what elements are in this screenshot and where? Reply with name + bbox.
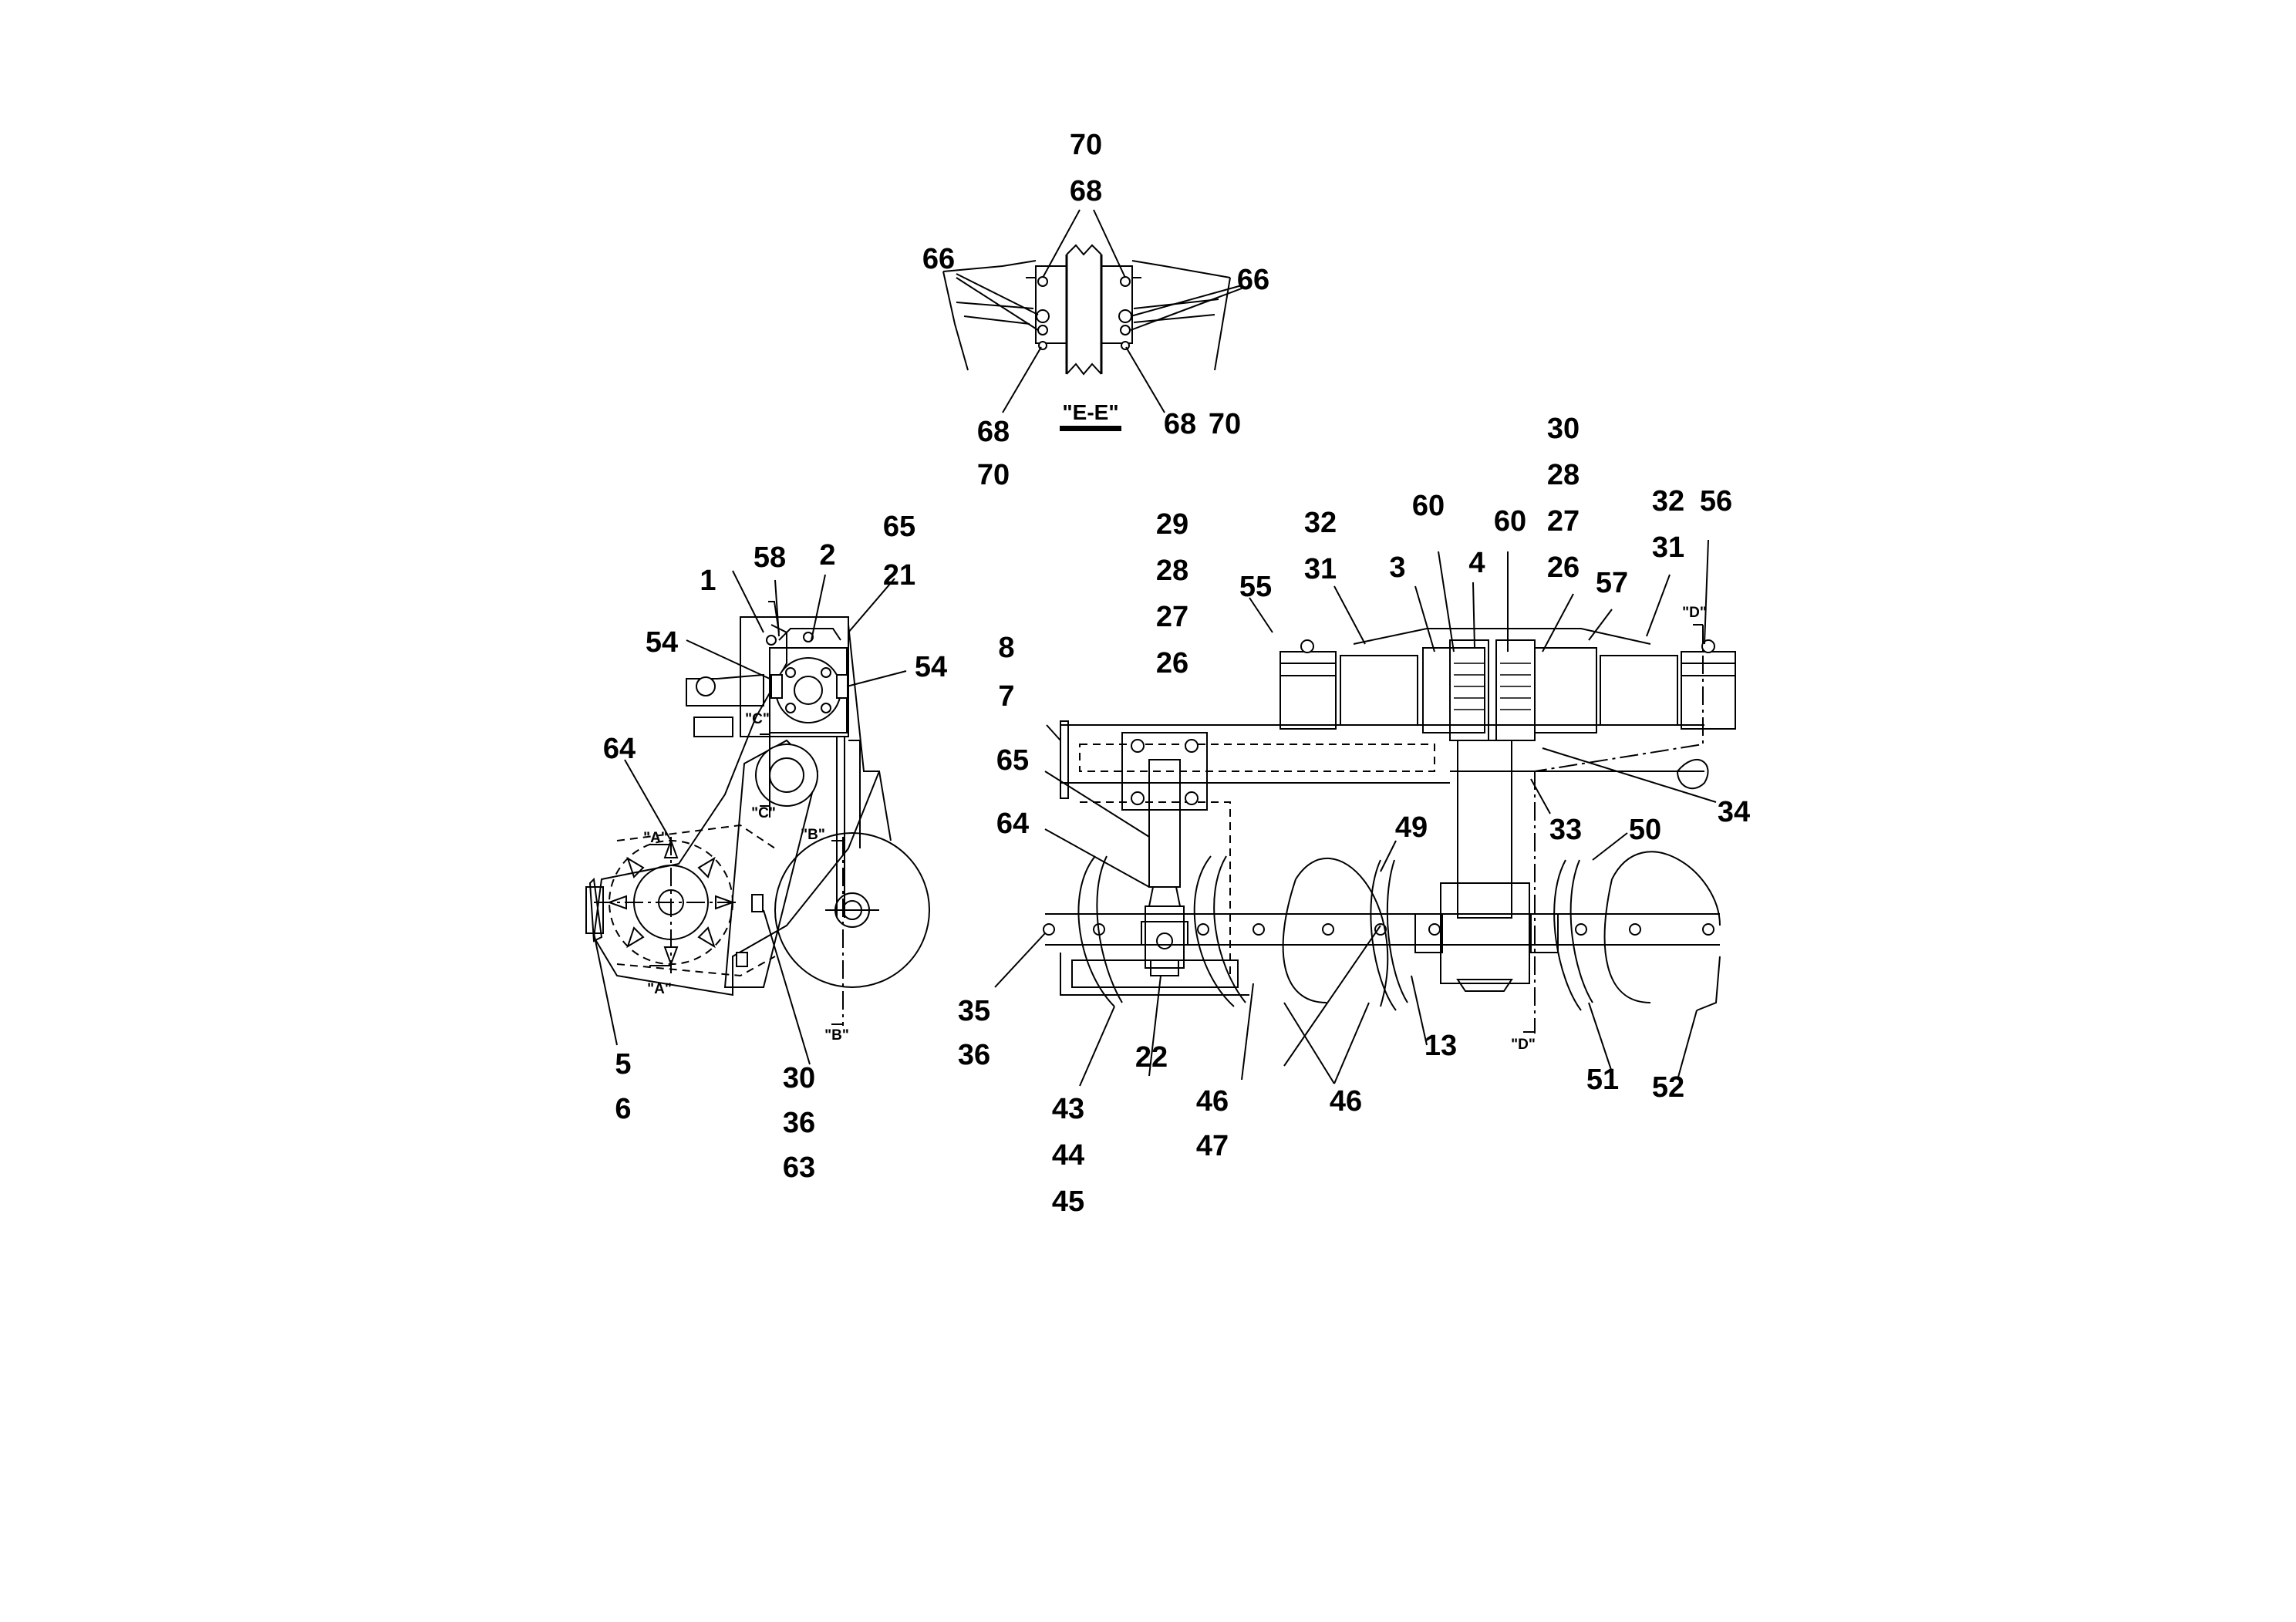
section-mark-a-bot: "A" <box>647 981 672 997</box>
beam-bolts <box>1043 923 1714 936</box>
section-mark-c-bot: "C" <box>751 805 776 821</box>
section-mark-b-top: "B" <box>801 827 825 843</box>
label-r-31b: 31 <box>1652 531 1684 564</box>
label-r-27b: 27 <box>1547 505 1580 538</box>
label-e-70-top: 70 <box>1070 129 1102 161</box>
label-r-49: 49 <box>1395 811 1428 844</box>
label-r-22: 22 <box>1135 1041 1168 1074</box>
label-r-35: 35 <box>958 995 990 1027</box>
section-mark-c-top: "C" <box>745 711 770 727</box>
label-r-46b: 46 <box>1330 1085 1362 1118</box>
section-e-e-title: "E-E" <box>1062 400 1118 424</box>
label-r-31a: 31 <box>1304 553 1337 585</box>
section-title-underline <box>1060 426 1121 431</box>
side-view <box>585 601 930 1026</box>
label-r-28b: 28 <box>1547 459 1580 491</box>
label-l-30: 30 <box>783 1062 815 1094</box>
label-r-3: 3 <box>1389 551 1405 584</box>
label-r-34: 34 <box>1718 796 1750 828</box>
label-e-66-right: 66 <box>1237 264 1269 296</box>
label-e-70-bl: 70 <box>977 459 1010 491</box>
label-e-68-bl: 68 <box>977 416 1010 448</box>
label-l-5: 5 <box>615 1048 631 1081</box>
section-mark-d-bot: "D" <box>1511 1037 1536 1053</box>
label-l-58: 58 <box>754 541 786 574</box>
label-l-2: 2 <box>819 539 835 572</box>
label-l-21: 21 <box>883 559 915 592</box>
label-r-32b: 32 <box>1652 485 1684 518</box>
label-r-51: 51 <box>1586 1064 1619 1096</box>
label-e-70-br: 70 <box>1209 408 1241 440</box>
label-r-28: 28 <box>1156 555 1188 587</box>
label-r-29: 29 <box>1156 508 1188 541</box>
label-l-64: 64 <box>603 733 636 765</box>
label-r-52: 52 <box>1652 1071 1684 1104</box>
label-l-6: 6 <box>615 1093 631 1125</box>
label-e-68-br: 68 <box>1164 408 1196 440</box>
label-r-65: 65 <box>996 744 1029 777</box>
label-r-60a: 60 <box>1412 490 1445 522</box>
label-r-56: 56 <box>1700 485 1732 518</box>
side-leader-lines <box>593 570 907 1065</box>
callout-labels: 70 68 66 66 68 70 68 70 65 58 2 21 1 54 … <box>603 129 1750 1218</box>
section-e-e-detail: "E-E" <box>942 209 1242 431</box>
label-r-4: 4 <box>1468 547 1485 579</box>
coupling-ribs <box>1454 663 1531 710</box>
label-r-13: 13 <box>1424 1030 1457 1062</box>
label-r-44: 44 <box>1052 1139 1084 1172</box>
label-r-43: 43 <box>1052 1093 1084 1125</box>
leader-lines <box>994 539 1717 1087</box>
label-e-66-left: 66 <box>922 243 955 275</box>
label-r-27: 27 <box>1156 601 1188 633</box>
label-r-46a: 46 <box>1196 1085 1229 1118</box>
label-r-33: 33 <box>1549 814 1582 846</box>
label-l-1: 1 <box>700 565 716 597</box>
label-l-54-left: 54 <box>646 626 678 659</box>
section-mark-b-bot: "B" <box>824 1027 849 1044</box>
label-r-55: 55 <box>1239 571 1272 603</box>
label-r-26: 26 <box>1156 647 1188 679</box>
label-r-30: 30 <box>1547 413 1580 445</box>
label-r-7: 7 <box>998 680 1014 713</box>
front-view <box>593 539 1736 1087</box>
label-e-68-top: 68 <box>1070 175 1102 207</box>
label-l-36: 36 <box>783 1107 815 1139</box>
label-r-47: 47 <box>1196 1130 1229 1162</box>
label-r-60b: 60 <box>1494 505 1526 538</box>
label-r-8: 8 <box>998 632 1014 664</box>
label-l-65: 65 <box>883 511 915 543</box>
section-marks: "A" "A" "B" "B" "C" "C" "D" "D" <box>643 605 1707 1053</box>
label-r-50: 50 <box>1629 814 1661 846</box>
label-r-45: 45 <box>1052 1185 1084 1218</box>
label-l-63: 63 <box>783 1152 815 1184</box>
label-r-36: 36 <box>958 1039 990 1071</box>
label-l-54-right: 54 <box>915 651 947 683</box>
label-r-32a: 32 <box>1304 507 1337 539</box>
label-r-64: 64 <box>996 808 1029 840</box>
label-r-26b: 26 <box>1547 551 1580 584</box>
label-r-57: 57 <box>1596 567 1628 599</box>
section-mark-d-top: "D" <box>1682 605 1707 621</box>
section-mark-a-top: "A" <box>643 830 668 846</box>
